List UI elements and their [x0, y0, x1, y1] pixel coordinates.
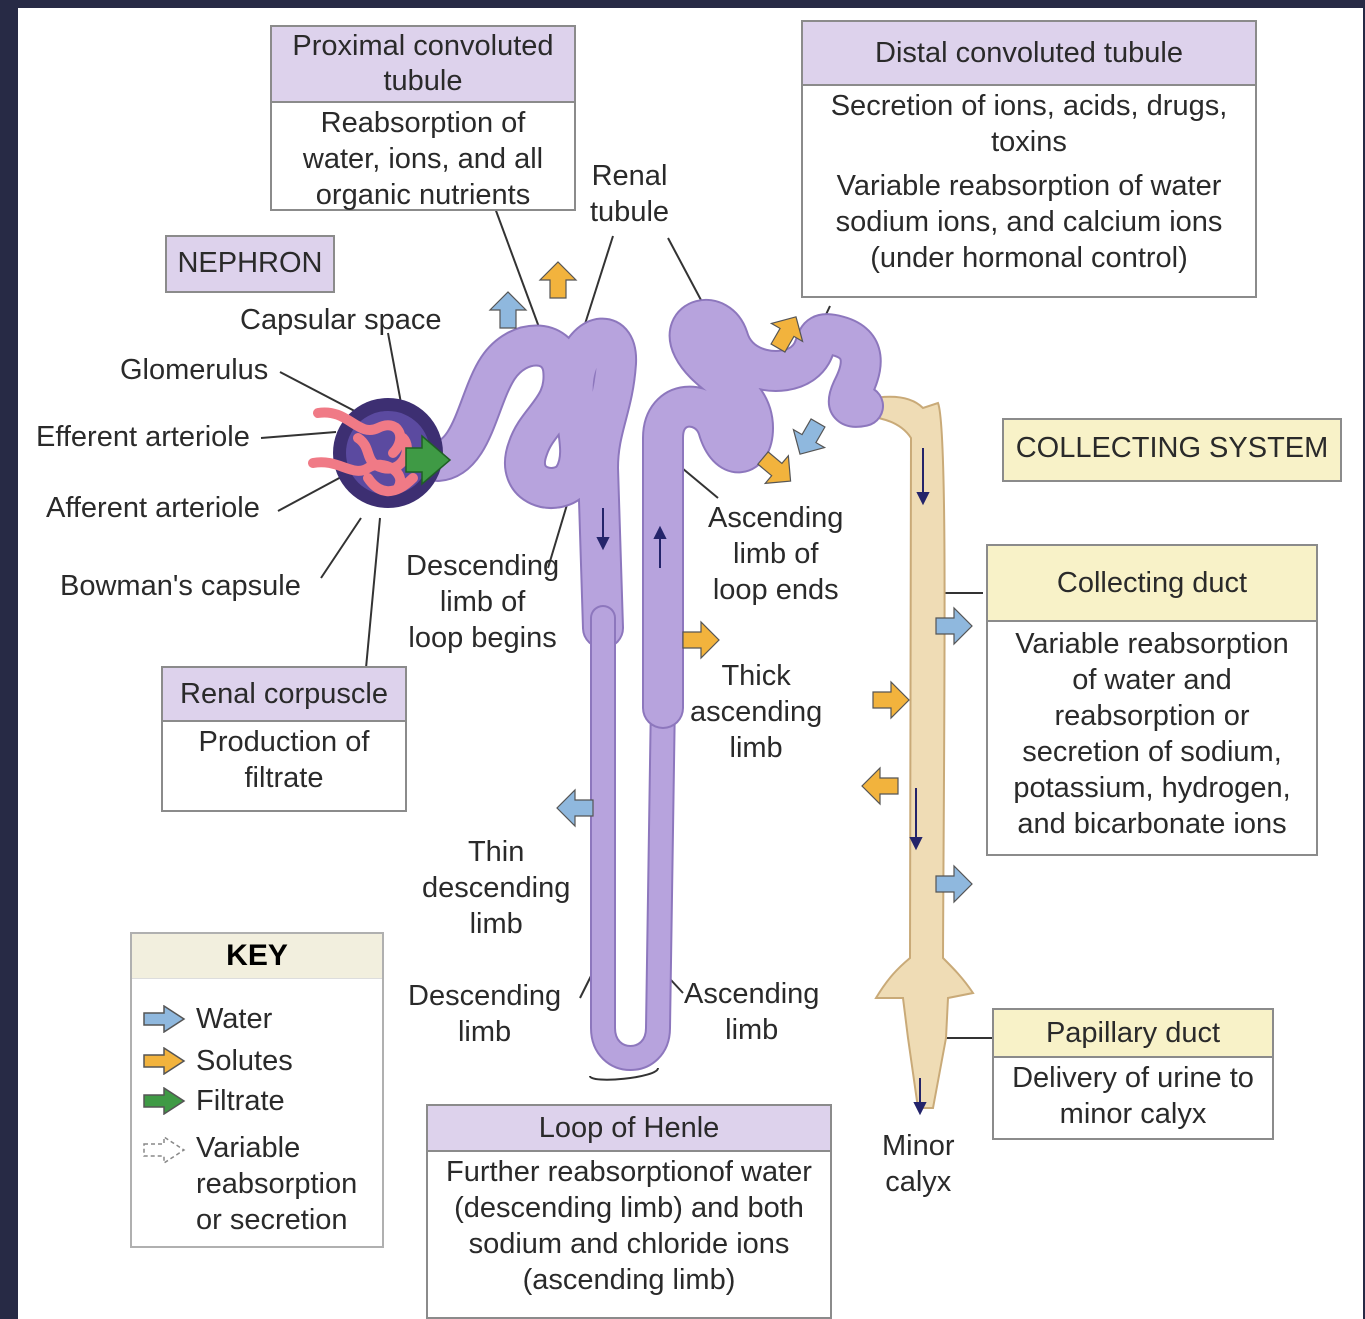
- afferent-arteriole-label: Afferent arteriole: [46, 490, 260, 526]
- minor-calyx-label: Minor calyx: [882, 1128, 955, 1200]
- papillary-duct-description: Delivery of urine to minor calyx: [994, 1058, 1272, 1134]
- key-item-variable: Variable reabsorption or secretion: [142, 1130, 357, 1238]
- key-item-water: Water: [142, 1002, 272, 1036]
- efferent-arteriole-label: Efferent arteriole: [36, 419, 250, 455]
- distal-tubule-box: Distal convoluted tubule Secretion of io…: [801, 20, 1257, 298]
- solute-arrow-icon: [540, 262, 576, 298]
- key-label-variable: Variable reabsorption or secretion: [196, 1130, 357, 1238]
- solutes-arrow-icon: [142, 1047, 186, 1075]
- descending-limb-begins-label: Descending limb of loop begins: [406, 548, 559, 656]
- bowmans-capsule-label: Bowman's capsule: [60, 568, 301, 604]
- water-arrow-icon: [784, 414, 833, 463]
- descending-limb-label: Descending limb: [408, 978, 561, 1050]
- diagram-canvas: Proximal convoluted tubule Reabsorption …: [18, 8, 1363, 1319]
- capsular-space-label: Capsular space: [240, 302, 442, 338]
- key-title: KEY: [132, 934, 382, 979]
- distal-tubule-description-1: Secretion of ions, acids, drugs, toxins: [803, 86, 1255, 162]
- papillary-duct-box: Papillary duct Delivery of urine to mino…: [992, 1008, 1274, 1140]
- key-item-filtrate: Filtrate: [142, 1084, 285, 1118]
- solute-arrow-icon: [683, 622, 719, 658]
- key-label-filtrate: Filtrate: [196, 1085, 285, 1117]
- loop-of-henle-box: Loop of Henle Further reabsorptionof wat…: [426, 1104, 832, 1319]
- proximal-tubule-box: Proximal convoluted tubule Reabsorption …: [270, 25, 576, 211]
- proximal-tubule-title: Proximal convoluted tubule: [272, 27, 574, 103]
- collecting-duct-title: Collecting duct: [988, 546, 1316, 622]
- collecting-duct-shape: [838, 397, 973, 1108]
- renal-corpuscle-description: Production of filtrate: [163, 722, 405, 798]
- loop-of-henle-title: Loop of Henle: [428, 1106, 830, 1152]
- key-label-solutes: Solutes: [196, 1045, 293, 1077]
- renal-corpuscle-title: Renal corpuscle: [163, 668, 405, 722]
- collecting-duct-box: Collecting duct Variable reabsorption of…: [986, 544, 1318, 856]
- nephron-label: NEPHRON: [165, 235, 335, 293]
- loop-of-henle-description: Further reabsorptionof water (descending…: [428, 1152, 830, 1300]
- papillary-duct-title: Papillary duct: [994, 1010, 1272, 1058]
- solute-arrow-icon: [873, 682, 909, 718]
- key-label-water: Water: [196, 1003, 272, 1035]
- ascending-limb-ends-label: Ascending limb of loop ends: [708, 500, 843, 608]
- thick-ascending-limb-label: Thick ascending limb: [690, 658, 822, 766]
- renal-corpuscle-shape: [313, 398, 450, 508]
- filtrate-arrow-icon: [142, 1087, 186, 1115]
- variable-arrow-icon: [142, 1136, 186, 1164]
- renal-tubule-label: Renal tubule: [590, 158, 669, 230]
- solute-arrow-icon: [862, 768, 898, 804]
- distal-tubule-description-2: Variable reabsorption of water sodium io…: [803, 162, 1255, 278]
- key-legend: KEY Water Solutes Filtrate Variable reab…: [130, 932, 384, 1248]
- water-arrow-icon: [490, 292, 526, 328]
- water-arrow-icon: [557, 790, 593, 826]
- key-item-solutes: Solutes: [142, 1044, 293, 1078]
- renal-corpuscle-box: Renal corpuscle Production of filtrate: [161, 666, 407, 812]
- collecting-system-label: COLLECTING SYSTEM: [1002, 418, 1342, 482]
- glomerulus-label: Glomerulus: [120, 352, 268, 388]
- thin-descending-limb-label: Thin descending limb: [422, 834, 570, 942]
- water-arrow-icon: [142, 1005, 186, 1033]
- proximal-tubule-description: Reabsorption of water, ions, and all org…: [272, 103, 574, 215]
- distal-tubule-title: Distal convoluted tubule: [803, 22, 1255, 86]
- collecting-duct-description: Variable reabsorption of water and reabs…: [988, 622, 1316, 846]
- ascending-limb-label: Ascending limb: [684, 976, 819, 1048]
